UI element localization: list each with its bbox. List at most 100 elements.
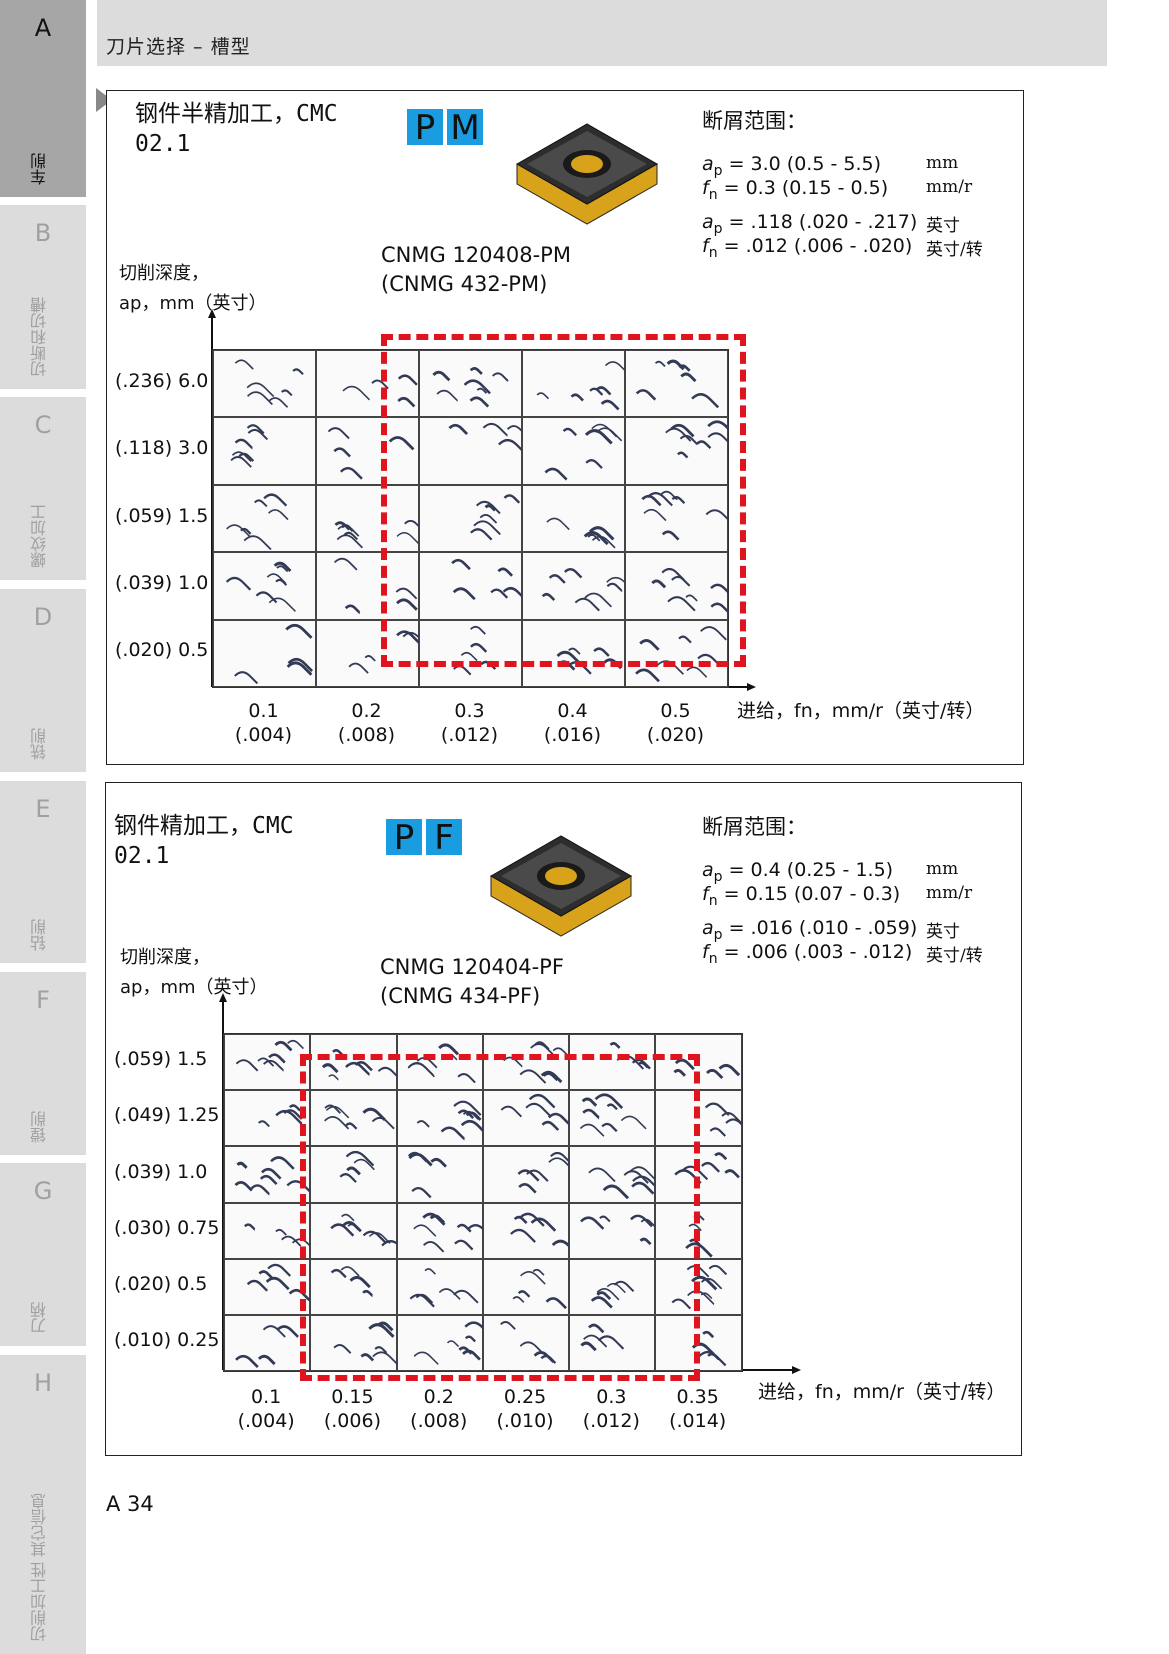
range-line: fn = .006 (.003 - .012)英寸/转 [702, 941, 983, 967]
chip-sample-image [482, 1314, 570, 1372]
chip-sample-image [224, 1258, 311, 1315]
tab-letter: C [34, 411, 52, 439]
depth-tick-label: (.020) 0.5 [115, 639, 209, 662]
feed-tick-label: 0.2(.008) [337, 700, 396, 746]
chip-sample-image [569, 1202, 656, 1259]
tab-letter: F [36, 986, 50, 1014]
chip-sample-image [419, 350, 522, 418]
tab-letter: D [33, 603, 53, 631]
page-title: 刀片选择 – 槽型 [106, 36, 251, 58]
range-line: ap = .118 (.020 - .217)英寸 [702, 211, 960, 237]
chip-sample-image [482, 1202, 577, 1259]
chip-sample-image [310, 1034, 400, 1091]
chip-sample-image [396, 1146, 483, 1203]
range-line: ap = 3.0 (0.5 - 5.5)mm [702, 153, 959, 179]
feed-tick-label: 0.35(.014) [669, 1386, 727, 1432]
chip-sample-image [316, 417, 419, 485]
chip-sample-image [522, 350, 628, 418]
tab-letter: B [34, 219, 52, 247]
chip-sample-image [310, 1090, 397, 1147]
chip-sample-image [396, 1034, 483, 1091]
chip-sample-image [569, 1314, 656, 1372]
recommended-area-box [381, 334, 746, 667]
chip-sample-image [316, 552, 419, 620]
y-axis-arrow-icon [208, 309, 216, 318]
tab-label: 钻削 [30, 919, 49, 951]
chip-sample-image [482, 1146, 574, 1203]
chip-sample-image [213, 350, 316, 418]
tab-label: 铣削 [30, 728, 49, 760]
chip-sample-image [625, 417, 736, 485]
chip-sample-image [419, 619, 522, 687]
feed-tick-label: 0.3(.012) [582, 1386, 640, 1432]
feed-tick-label: 0.2(.008) [410, 1386, 468, 1432]
page-number: A 34 [106, 1492, 154, 1516]
depth-tick-label: (.059) 1.5 [115, 504, 209, 527]
tab-label: 镗削 [30, 1111, 49, 1143]
badge-letter: M [447, 109, 483, 147]
feed-tick-label: 0.1(.004) [237, 1386, 295, 1432]
insert-image-icon [489, 835, 633, 937]
depth-tick-label: (.039) 1.0 [114, 1160, 208, 1183]
chip-sample-image [482, 1090, 571, 1147]
x-axis-label: 进给，fn，mm/r（英寸/转） [758, 1381, 1006, 1403]
feed-tick-label: 0.15(.006) [323, 1386, 381, 1432]
chip-sample-image [625, 484, 733, 553]
chip-sample-image [419, 552, 526, 620]
feed-tick-label: 0.3(.012) [440, 700, 499, 746]
depth-tick-label: (.010) 0.25 [114, 1329, 220, 1352]
range-line: ap = .016 (.010 - .059)英寸 [702, 917, 960, 943]
tab-letter: A [34, 14, 52, 42]
chip-sample-image [522, 552, 635, 620]
y-axis-arrow-icon [219, 993, 227, 1002]
depth-tick-label: (.118) 3.0 [115, 437, 209, 460]
badge-letter: P [386, 819, 422, 857]
chip-sample-image [569, 1090, 656, 1147]
badge-letter: F [426, 819, 462, 857]
sidebar-tab-a[interactable]: A 车削 [0, 0, 86, 197]
tab-label: 刀柄 [30, 1302, 49, 1334]
x-axis-arrow-icon [792, 1366, 801, 1374]
feed-tick-label: 0.5(.020) [646, 700, 705, 746]
sidebar-tab-g[interactable]: G 刀柄 [0, 1163, 86, 1346]
sidebar-tab-f[interactable]: F 镗削 [0, 972, 86, 1155]
chip-sample-image [213, 484, 316, 553]
insert-code: CNMG 120408-PM(CNMG 432-PM) [381, 243, 571, 296]
chip-sample-image [396, 1202, 491, 1259]
feed-tick-label: 0.25(.010) [496, 1386, 554, 1432]
tab-letter: G [33, 1177, 53, 1205]
chip-sample-image [310, 1258, 397, 1315]
chip-sample-image [419, 417, 528, 485]
x-axis-arrow-icon [747, 683, 756, 691]
tab-letter: H [33, 1369, 53, 1397]
chip-sample-image [310, 1314, 400, 1372]
range-title: 断屑范围： [702, 815, 807, 839]
chip-sample-image [224, 1146, 314, 1203]
recommended-area-box [300, 1054, 700, 1381]
range-line: fn = .012 (.006 - .020)英寸/转 [702, 235, 983, 261]
chip-sample-image [625, 350, 728, 418]
range-line: fn = 0.15 (0.07 - 0.3)mm/r [702, 883, 973, 909]
tab-label: 车削 [30, 153, 49, 185]
chip-sample-image [224, 1034, 311, 1091]
feed-tick-label: 0.1(.004) [234, 700, 293, 746]
range-title: 断屑范围： [702, 109, 807, 133]
tab-label: 螺纹加工 [30, 504, 49, 568]
page-header: 刀片选择 – 槽型 [97, 0, 1107, 66]
chip-sample-image [396, 1314, 491, 1372]
chip-sample-image [625, 619, 728, 687]
insert-image-icon [515, 123, 659, 225]
x-axis-label: 进给，fn，mm/r（英寸/转） [737, 700, 985, 722]
sidebar-tab-d[interactable]: D 铣削 [0, 589, 86, 772]
sidebar-tab-c[interactable]: C 螺纹加工 [0, 397, 86, 580]
chip-sample-image [224, 1314, 311, 1372]
chip-sample-image [419, 484, 522, 553]
